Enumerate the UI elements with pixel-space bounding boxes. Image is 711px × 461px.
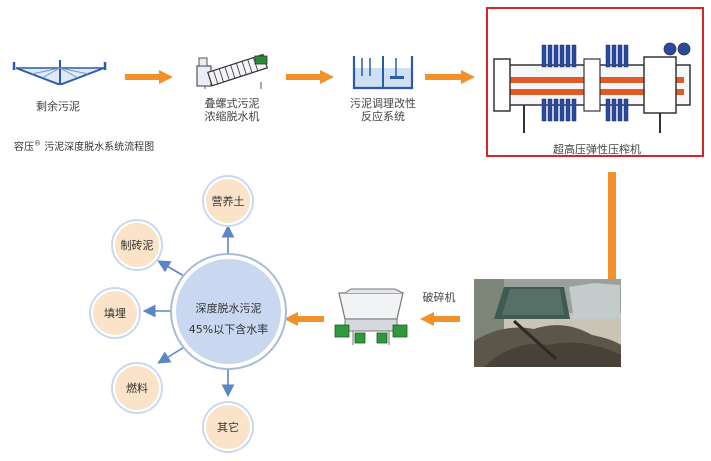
sludge-cake-photo	[474, 279, 621, 367]
use-brick-node	[113, 221, 161, 269]
diagram-caption: 容压® 污泥深度脱水系统流程图	[14, 138, 154, 153]
caption-title: 污泥深度脱水系统流程图	[44, 142, 155, 153]
flow-arrow-1	[125, 70, 173, 84]
flow-arrow-3	[425, 70, 475, 84]
use-landfill-node	[91, 289, 139, 337]
sedimentation-tank-icon	[12, 60, 107, 85]
step-press-label: 超高压弹性压榨机	[553, 143, 641, 156]
use-nutrient-soil-node	[204, 177, 252, 225]
use-fuel-node	[113, 364, 161, 412]
step-conditioning-line1: 污泥调理改性	[350, 97, 416, 110]
filter-press-icon	[493, 42, 691, 133]
dewatered-sludge-circle	[172, 255, 285, 368]
flow-arrow-2	[286, 70, 334, 84]
high-pressure-press-box: 超高压弹性压榨机	[486, 7, 704, 157]
center-label-line1: 深度脱水污泥	[195, 302, 262, 315]
step-conditioning-line2: 反应系统	[361, 110, 405, 123]
step-excess-sludge-label: 剩余污泥	[36, 100, 80, 113]
use-landfill-label: 填埋	[104, 307, 126, 320]
use-brick-label: 制砖泥	[120, 239, 154, 252]
center-label-line2: 45%以下含水率	[188, 323, 269, 336]
step-conditioning-label: 污泥调理改性 反应系统	[343, 97, 423, 123]
use-nutrient-soil-label: 营养土	[211, 195, 245, 208]
registered-mark: ®	[34, 139, 41, 148]
step-screw-thickener-line2: 浓缩脱水机	[204, 110, 260, 123]
use-other-label: 其它	[217, 421, 239, 434]
use-other-node	[204, 403, 252, 451]
screw-thickener-icon	[196, 53, 269, 89]
flow-arrow-down	[591, 172, 616, 308]
brand-name: 容压	[14, 142, 34, 153]
step-screw-thickener-line1: 叠螺式污泥	[204, 97, 260, 110]
conditioning-tank-icon	[352, 56, 414, 90]
flow-arrow-4	[420, 312, 460, 326]
step-screw-thickener-label: 叠螺式污泥 浓缩脱水机	[196, 97, 268, 123]
flow-arrow-5	[284, 312, 324, 326]
use-fuel-label: 燃料	[126, 382, 148, 395]
step-crusher-label: 破碎机	[422, 291, 456, 304]
crusher-icon	[334, 288, 408, 345]
